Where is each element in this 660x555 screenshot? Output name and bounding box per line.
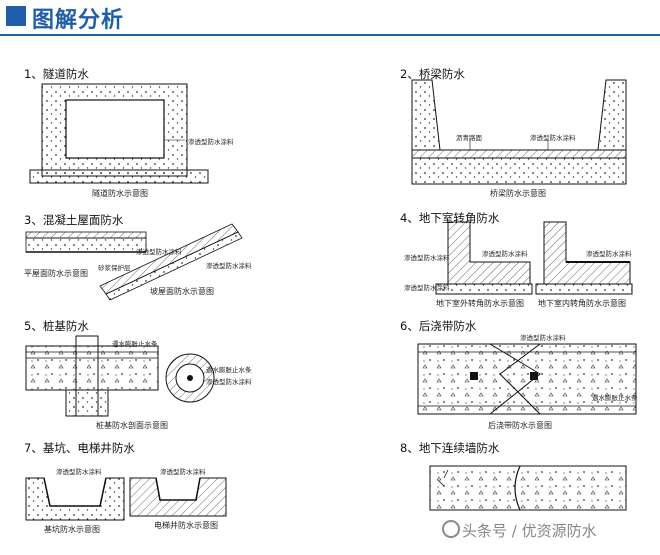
panel-3-label-a: 渗透型防水涂料	[136, 248, 182, 256]
panel-2-title: 2、桥梁防水	[400, 67, 465, 81]
panel-6-title: 6、后浇带防水	[400, 319, 477, 333]
panel-7-title: 7、基坑、电梯井防水	[24, 441, 135, 455]
panel-4-title: 4、地下室转角防水	[400, 211, 500, 225]
panel-6-label-b: 遇水膨胀止水条	[592, 394, 638, 402]
panel-2-caption: 桥梁防水示意图	[490, 189, 546, 198]
watermark-icon	[442, 520, 460, 538]
panel-3-label-c: 砂浆保护层	[98, 264, 131, 272]
panel-6-caption: 后浇带防水示意图	[488, 421, 552, 430]
panel-1-caption: 隧道防水示意图	[92, 189, 148, 198]
header-rule	[0, 34, 660, 36]
panel-1-title: 1、隧道防水	[24, 67, 89, 81]
panel-5-title: 5、桩基防水	[24, 319, 89, 333]
pile-foundation-diagram	[25, 335, 215, 417]
panel-2-label-b: 渗透型防水涂料	[530, 134, 576, 142]
panel-3-caption-b: 坡屋面防水示意图	[150, 287, 214, 296]
panel-7-label-a: 渗透型防水涂料	[56, 468, 102, 476]
basement-corner-diagram	[435, 221, 633, 295]
panel-3-title: 3、混凝土屋面防水	[24, 213, 124, 227]
pit-elevator-diagram	[25, 477, 227, 521]
page-title: 图解分析	[32, 8, 125, 33]
roof-diagram	[25, 223, 243, 301]
post-pour-strip-diagram	[417, 343, 637, 415]
diaphragm-wall-diagram	[429, 465, 627, 511]
bridge-diagram	[411, 79, 627, 185]
panel-2-label-a: 沥青路面	[456, 134, 482, 142]
panel-3-label-b: 渗透型防水涂料	[206, 262, 252, 270]
watermark-text: 头条号 / 优资源防水	[462, 522, 597, 540]
panel-4-label-d: 渗透型防水涂料	[586, 250, 632, 258]
panel-1-label: 渗透型防水涂料	[188, 138, 234, 146]
page-header: 图解分析	[0, 0, 660, 40]
panel-6-label-a: 渗透型防水涂料	[520, 334, 566, 342]
panel-4-caption-a: 地下室外转角防水示意图	[436, 299, 524, 308]
panel-7-caption-b: 电梯井防水示意图	[154, 521, 218, 530]
tunnel-diagram	[29, 83, 209, 184]
panel-4-label-c: 渗透型防水涂料	[404, 284, 450, 292]
panel-4-caption-b: 地下室内转角防水示意图	[538, 299, 626, 308]
panel-7-label-b: 渗透型防水涂料	[160, 468, 206, 476]
panel-5-caption: 桩基防水剖面示意图	[96, 421, 168, 430]
panel-5-label-a: 遇水膨胀止水条	[112, 340, 158, 348]
panel-3-caption-a: 平屋面防水示意图	[24, 269, 88, 278]
panel-7-caption-a: 基坑防水示意图	[44, 525, 100, 534]
header-square-icon	[6, 6, 26, 26]
panel-4-label-b: 渗透型防水涂料	[482, 250, 528, 258]
panel-4-label-a: 渗透型防水涂料	[404, 254, 450, 262]
panel-5-label-c: 渗透型防水涂料	[206, 378, 252, 386]
panel-5-label-b: 遇水膨胀止水条	[206, 366, 252, 374]
panel-8-title: 8、地下连续墙防水	[400, 441, 500, 455]
